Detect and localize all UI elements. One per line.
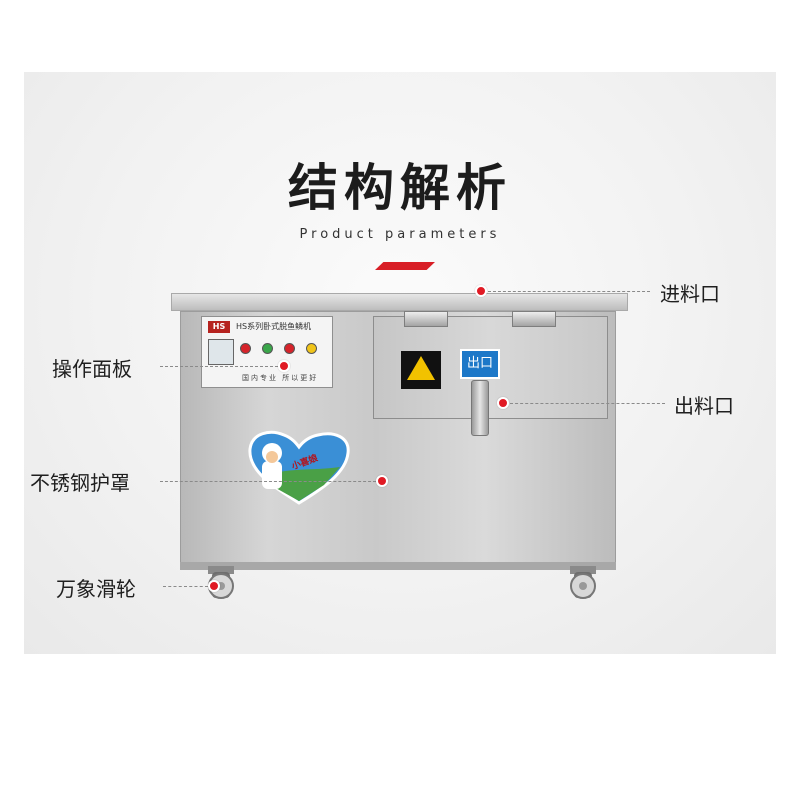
green-button [262,343,273,354]
chef-mascot-sticker [248,430,350,505]
panel-title: HS系列卧式脱鱼鳞机 [236,322,312,331]
label-feed-inlet: 进料口 [660,282,720,306]
brand-logo: HS [208,321,230,333]
panel-slogan: 国内专业 所以更好 [242,374,319,382]
callout-line-discharge-outlet [510,403,665,404]
red-button [240,343,251,354]
warning-sign-icon [401,351,441,389]
callout-line-feed-inlet [488,291,650,292]
label-control-panel: 操作面板 [52,357,132,381]
callout-dot-discharge-outlet [497,397,509,409]
callout-line-control-panel [160,366,278,367]
callout-dot-casters [208,580,220,592]
exit-sign: 出口 [460,349,500,379]
red-button-2 [284,343,295,354]
label-discharge-outlet: 出料口 [674,394,734,418]
control-panel: HS HS系列卧式脱鱼鳞机 国内专业 所以更好 [201,316,333,388]
label-stainless-cover: 不锈钢护罩 [30,471,130,495]
page-subtitle: Product parameters [299,227,501,242]
machine-base [180,562,616,570]
yellow-button [306,343,317,354]
panel-display [208,339,234,365]
page-title: 结构解析 [288,159,512,217]
title-accent-bar [375,262,435,270]
caster-wheel-right [570,566,596,599]
callout-dot-control-panel [278,360,290,372]
callout-dot-feed-inlet [475,285,487,297]
hatch-latch [471,380,489,436]
callout-line-stainless-cover [160,481,376,482]
label-casters: 万象滑轮 [56,577,136,601]
hinge-left [404,311,448,327]
machine-top-lid [171,293,628,311]
callout-line-casters [163,586,208,587]
callout-dot-stainless-cover [376,475,388,487]
hinge-right [512,311,556,327]
